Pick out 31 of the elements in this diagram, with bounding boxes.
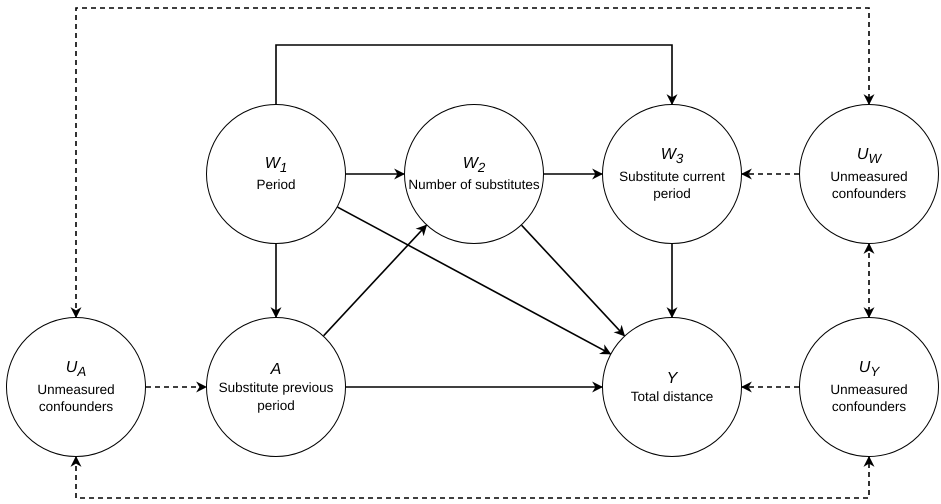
arrow	[521, 224, 626, 337]
arrow	[346, 168, 406, 180]
arrow	[346, 382, 604, 392]
variable-label: Unmeasured confounders	[829, 168, 909, 203]
arrow	[740, 168, 799, 180]
variable-symbol: W$_{1}$	[264, 154, 288, 176]
arrow	[146, 382, 208, 392]
variable-symbol: U$_{Y}$	[858, 358, 880, 381]
variable-label: Unmeasured confounders	[36, 380, 116, 416]
arrow	[337, 206, 612, 355]
arrow	[666, 244, 678, 318]
arrow	[323, 224, 428, 336]
arrow	[544, 168, 604, 180]
arrow	[270, 244, 282, 318]
variable-label: Unmeasured confounders	[829, 380, 909, 416]
variable-label: Substitute current period	[618, 168, 726, 203]
arrow	[70, 7, 874, 318]
variable-symbol: A	[270, 360, 282, 380]
variable-symbol: Y	[666, 368, 678, 388]
variable-label: Number of substitutes	[407, 176, 541, 194]
arrow	[864, 242, 874, 318]
variable-label: Substitute previous period	[218, 379, 334, 414]
arrow	[70, 456, 874, 499]
variable-symbol: W$_{2}$	[462, 154, 486, 176]
arrow	[275, 44, 678, 106]
variable-label: Period	[255, 176, 297, 194]
variable-symbol: U$_{A}$	[66, 358, 86, 381]
variable-symbol: W$_{3}$	[660, 145, 684, 168]
variable-label: Total distance	[630, 388, 714, 406]
arrow	[740, 382, 799, 392]
variable-symbol: U$_{W}$	[856, 145, 882, 168]
